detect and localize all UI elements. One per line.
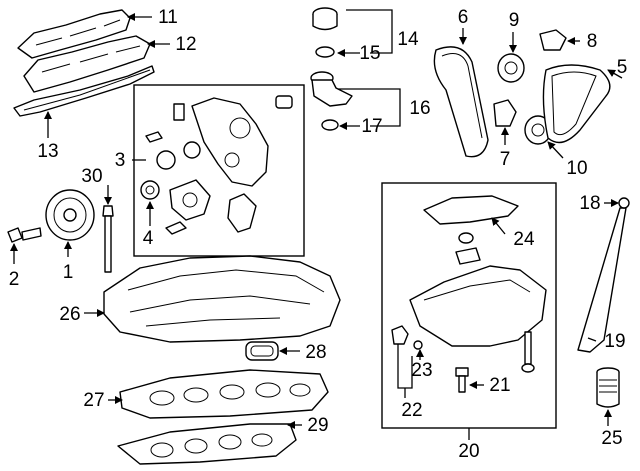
callout-labels: 1 2 3 4 5 6 7 8 9 10 11 12 13 14 15 16 1… bbox=[9, 7, 628, 462]
callout-14[interactable]: 14 bbox=[397, 29, 419, 50]
callout-9[interactable]: 9 bbox=[509, 10, 520, 31]
guide-part-8 bbox=[539, 29, 567, 51]
callout-20[interactable]: 20 bbox=[458, 441, 479, 462]
callout-16[interactable]: 16 bbox=[409, 98, 430, 119]
callout-12[interactable]: 12 bbox=[175, 34, 196, 55]
callout-18[interactable]: 18 bbox=[579, 193, 600, 214]
bolt-part-21 bbox=[455, 367, 469, 393]
gasket-part-28 bbox=[245, 341, 279, 361]
callout-1[interactable]: 1 bbox=[63, 262, 74, 283]
sprocket-part-9 bbox=[497, 53, 525, 83]
callout-3[interactable]: 3 bbox=[115, 150, 126, 171]
bolt-part-30 bbox=[102, 205, 114, 273]
timing-cover-part bbox=[191, 97, 269, 187]
callout-13[interactable]: 13 bbox=[37, 141, 58, 162]
gasket-part-27 bbox=[119, 369, 329, 419]
timing-chain-part-6 bbox=[433, 46, 489, 158]
callout-23[interactable]: 23 bbox=[411, 360, 432, 381]
seal-part-4 bbox=[140, 180, 160, 200]
callout-28[interactable]: 28 bbox=[305, 342, 326, 363]
water-outlet-part bbox=[310, 71, 353, 131]
callout-24[interactable]: 24 bbox=[513, 229, 535, 250]
callout-30[interactable]: 30 bbox=[81, 166, 102, 187]
oil-fill-cap-part bbox=[312, 7, 338, 58]
sprocket-part-10 bbox=[524, 115, 552, 145]
tensioner-part-7 bbox=[493, 99, 517, 127]
callout-11[interactable]: 11 bbox=[158, 7, 178, 28]
callout-7[interactable]: 7 bbox=[500, 149, 511, 170]
plug-part-22 bbox=[391, 325, 423, 350]
callout-4[interactable]: 4 bbox=[143, 228, 154, 249]
baffle-part-24 bbox=[423, 195, 519, 225]
crank-pulley-part-1 bbox=[45, 189, 95, 241]
callout-19[interactable]: 19 bbox=[604, 331, 625, 352]
callout-5[interactable]: 5 bbox=[617, 57, 628, 78]
callout-21[interactable]: 21 bbox=[489, 375, 510, 396]
cover-small-parts bbox=[145, 95, 293, 235]
callout-25[interactable]: 25 bbox=[601, 428, 622, 449]
timing-cover-group-box bbox=[133, 84, 305, 257]
callout-26[interactable]: 26 bbox=[59, 304, 80, 325]
intake-manifold-part-26 bbox=[103, 255, 341, 343]
callout-6[interactable]: 6 bbox=[458, 7, 469, 28]
callout-10[interactable]: 10 bbox=[566, 158, 587, 179]
callout-29[interactable]: 29 bbox=[307, 415, 328, 436]
callout-2[interactable]: 2 bbox=[9, 269, 20, 290]
gasket-part-29 bbox=[117, 423, 297, 465]
callout-15[interactable]: 15 bbox=[359, 43, 380, 64]
bolt-part-2 bbox=[7, 227, 42, 243]
bolt-in-pan bbox=[521, 331, 535, 373]
leader-lines bbox=[10, 9, 623, 440]
callout-8[interactable]: 8 bbox=[587, 31, 598, 52]
callout-27[interactable]: 27 bbox=[83, 390, 104, 411]
gasket-part-13 bbox=[13, 65, 155, 117]
pickup-part bbox=[455, 232, 481, 265]
oil-pan-part bbox=[409, 265, 547, 347]
callout-22[interactable]: 22 bbox=[401, 400, 422, 421]
dipstick-part-19 bbox=[577, 197, 630, 353]
oil-filter-part-25 bbox=[596, 367, 620, 408]
timing-chain-part-5 bbox=[542, 64, 611, 144]
callout-17[interactable]: 17 bbox=[361, 116, 382, 137]
